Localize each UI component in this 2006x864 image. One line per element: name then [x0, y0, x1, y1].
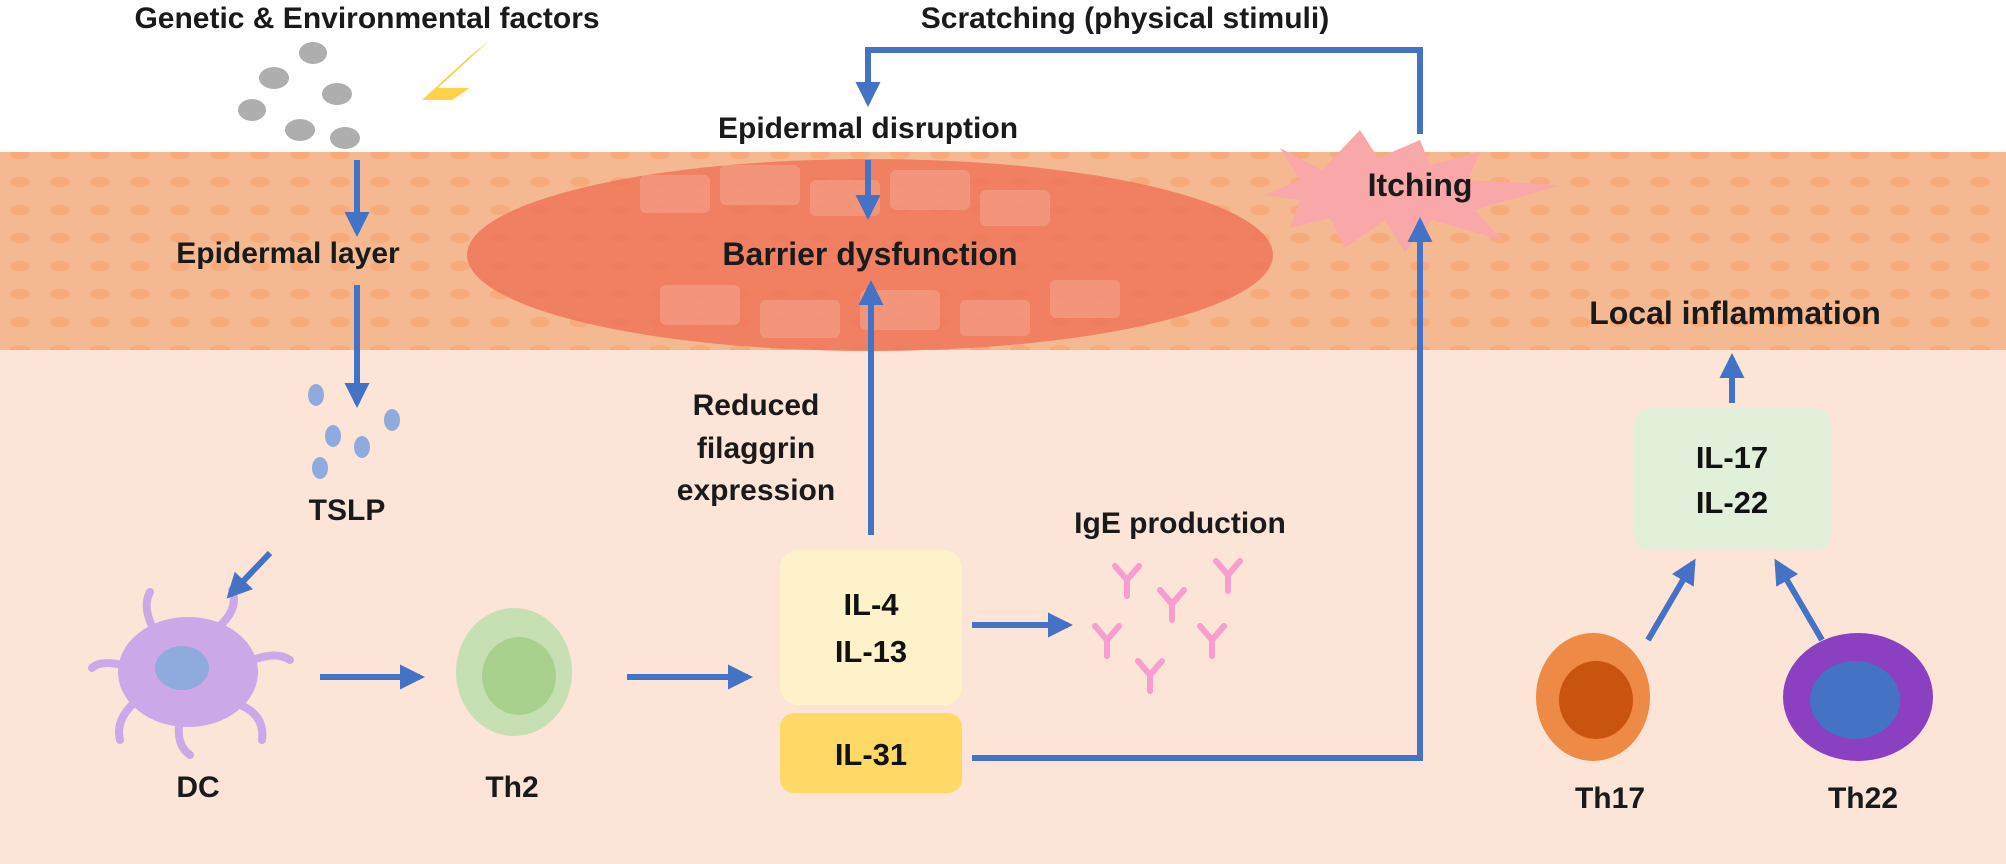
scratching-label: Scratching (physical stimuli) — [921, 2, 1329, 35]
arrow-scratching-loop — [855, 47, 1423, 134]
ige-production-label: IgE production — [1074, 507, 1286, 540]
reduced-filaggrin-line2: filaggrin — [697, 432, 815, 465]
il17-il22-box — [1634, 408, 1831, 550]
arrow-th22-to-il17 — [1774, 558, 1825, 642]
reduced-filaggrin-line3: expression — [677, 474, 835, 507]
local-inflammation-label: Local inflammation — [1589, 295, 1881, 331]
il17-label: IL-17 — [1696, 440, 1768, 475]
epidermal-layer-label: Epidermal layer — [176, 237, 400, 270]
th22-cell-icon — [1783, 633, 1933, 761]
th22-label: Th22 — [1828, 782, 1898, 815]
th17-cell-icon — [1536, 633, 1650, 761]
antibodies-icon — [1092, 558, 1243, 694]
genetic-environmental-label: Genetic & Environmental factors — [134, 2, 599, 35]
itching-label: Itching — [1368, 167, 1473, 203]
dc-label: DC — [176, 771, 219, 804]
il31-box — [780, 713, 962, 793]
arrow-tslp-to-dc — [226, 550, 273, 599]
tslp-dots-icon — [308, 384, 400, 479]
tslp-label: TSLP — [309, 494, 386, 527]
th2-label: Th2 — [485, 771, 538, 804]
itching-burst — [1265, 130, 1560, 252]
particles-icon — [238, 42, 360, 149]
epidermal-disruption-label: Epidermal disruption — [718, 112, 1018, 145]
th17-label: Th17 — [1575, 782, 1645, 815]
barrier-lesion — [467, 159, 1273, 351]
arrow-th17-to-il17 — [1645, 558, 1696, 642]
il22-label: IL-22 — [1696, 485, 1768, 520]
il31-label: IL-31 — [835, 737, 907, 772]
barrier-dysfunction-label: Barrier dysfunction — [722, 236, 1017, 272]
arrow-il31-to-itching — [972, 216, 1433, 761]
th2-cell-icon — [456, 608, 572, 736]
lightning-icon — [380, 40, 490, 148]
il4-label: IL-4 — [843, 587, 899, 622]
reduced-filaggrin-line1: Reduced — [693, 389, 820, 422]
il4-il13-box — [780, 550, 962, 705]
il13-label: IL-13 — [835, 634, 907, 669]
